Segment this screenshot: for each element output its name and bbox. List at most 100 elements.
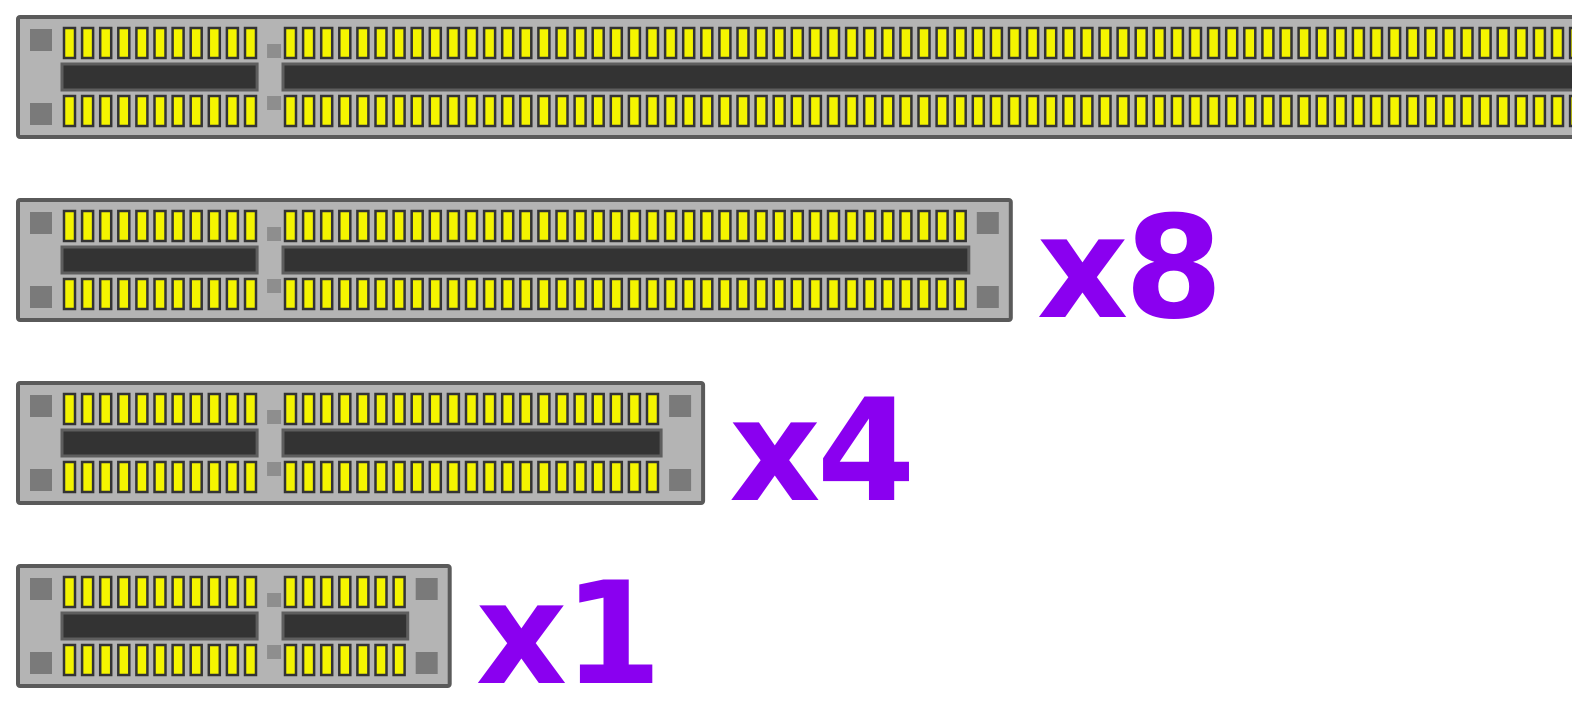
corner-pad (30, 578, 52, 600)
contact-pin (117, 460, 131, 494)
contact-pin (207, 460, 222, 494)
contact-pin (319, 460, 334, 494)
contact-pin (1568, 94, 1572, 128)
contact-pin (225, 94, 240, 128)
contact-pin (189, 94, 203, 128)
contact-pin (500, 277, 515, 311)
contact-pin (410, 94, 424, 128)
contact-pin (844, 277, 859, 311)
contact-pin (917, 209, 931, 243)
contact-pin (207, 643, 222, 677)
contact-pin (392, 643, 406, 677)
contact-pin (700, 94, 714, 128)
contact-pin (428, 26, 443, 60)
contact-pin (356, 209, 370, 243)
contact-pin (736, 277, 750, 311)
contact-pin (1532, 94, 1547, 128)
contact-pin (627, 460, 642, 494)
contact-pin (319, 575, 334, 609)
contact-pin (135, 277, 149, 311)
contact-pin (808, 26, 823, 60)
contact-pin (189, 460, 203, 494)
contact-pin (1387, 26, 1402, 60)
contact-pin (62, 94, 77, 128)
contact-pin (153, 643, 167, 677)
contact-pin (826, 94, 841, 128)
contact-pin (301, 277, 316, 311)
contact-pin (117, 94, 131, 128)
contact-pin (537, 277, 551, 311)
contact-pin (1043, 94, 1058, 128)
contact-pin (917, 94, 931, 128)
contact-pin (663, 94, 678, 128)
contact-pin (844, 26, 859, 60)
slot-channel (60, 62, 259, 92)
contact-pin (881, 209, 895, 243)
contact-pin (1243, 26, 1257, 60)
contact-pin (283, 392, 298, 426)
contact-pin (338, 575, 352, 609)
contact-pin (482, 209, 497, 243)
contact-pin (681, 94, 696, 128)
contact-pin (392, 575, 406, 609)
contact-pin (135, 392, 149, 426)
contact-pin (1116, 26, 1130, 60)
slot-channel (60, 245, 259, 275)
key-notch (267, 410, 282, 424)
contact-pin (374, 643, 388, 677)
contact-pin (1424, 94, 1438, 128)
contact-pin (243, 26, 258, 60)
contact-pin (1224, 94, 1239, 128)
contact-pin (681, 209, 696, 243)
contact-pin (555, 460, 569, 494)
corner-pad (976, 286, 999, 308)
corner-pad (30, 103, 52, 125)
contact-pin (301, 209, 316, 243)
contact-pin (953, 277, 967, 311)
contact-pin (1279, 94, 1293, 128)
contact-pin (464, 209, 479, 243)
contact-pin (374, 392, 388, 426)
contact-pin (301, 643, 316, 677)
contact-pin (808, 277, 823, 311)
contact-pin (573, 94, 587, 128)
contact-pin (519, 209, 533, 243)
contact-pin (410, 392, 424, 426)
contact-pin (80, 277, 95, 311)
contact-pin (117, 277, 131, 311)
contact-pin (98, 460, 113, 494)
contact-pin (500, 26, 515, 60)
contact-pin (790, 277, 805, 311)
contact-pin (1062, 94, 1076, 128)
contact-pin (663, 26, 678, 60)
contact-pin (135, 460, 149, 494)
contact-pin (356, 643, 370, 677)
contact-pin (645, 209, 660, 243)
contact-pin (1496, 94, 1510, 128)
contact-pin (645, 392, 660, 426)
contact-pin (899, 277, 913, 311)
contact-pin (718, 277, 732, 311)
contact-pin (207, 209, 222, 243)
contact-pin (374, 94, 388, 128)
contact-pin (410, 209, 424, 243)
contact-pin (410, 460, 424, 494)
contact-pin (1261, 26, 1275, 60)
contact-pin (356, 460, 370, 494)
contact-pin (243, 392, 258, 426)
contact-pin (338, 392, 352, 426)
contact-pin (98, 575, 113, 609)
contact-pin (117, 392, 131, 426)
contact-pin (881, 94, 895, 128)
contact-pin (62, 575, 77, 609)
contact-pin (681, 277, 696, 311)
contact-pin (1279, 26, 1293, 60)
contact-pin (319, 94, 334, 128)
contact-pin (428, 209, 443, 243)
contact-pin (283, 209, 298, 243)
contact-pin (971, 26, 986, 60)
contact-pin (80, 209, 95, 243)
contact-pin (80, 26, 95, 60)
contact-pin (319, 209, 334, 243)
slot-channel (281, 245, 971, 275)
